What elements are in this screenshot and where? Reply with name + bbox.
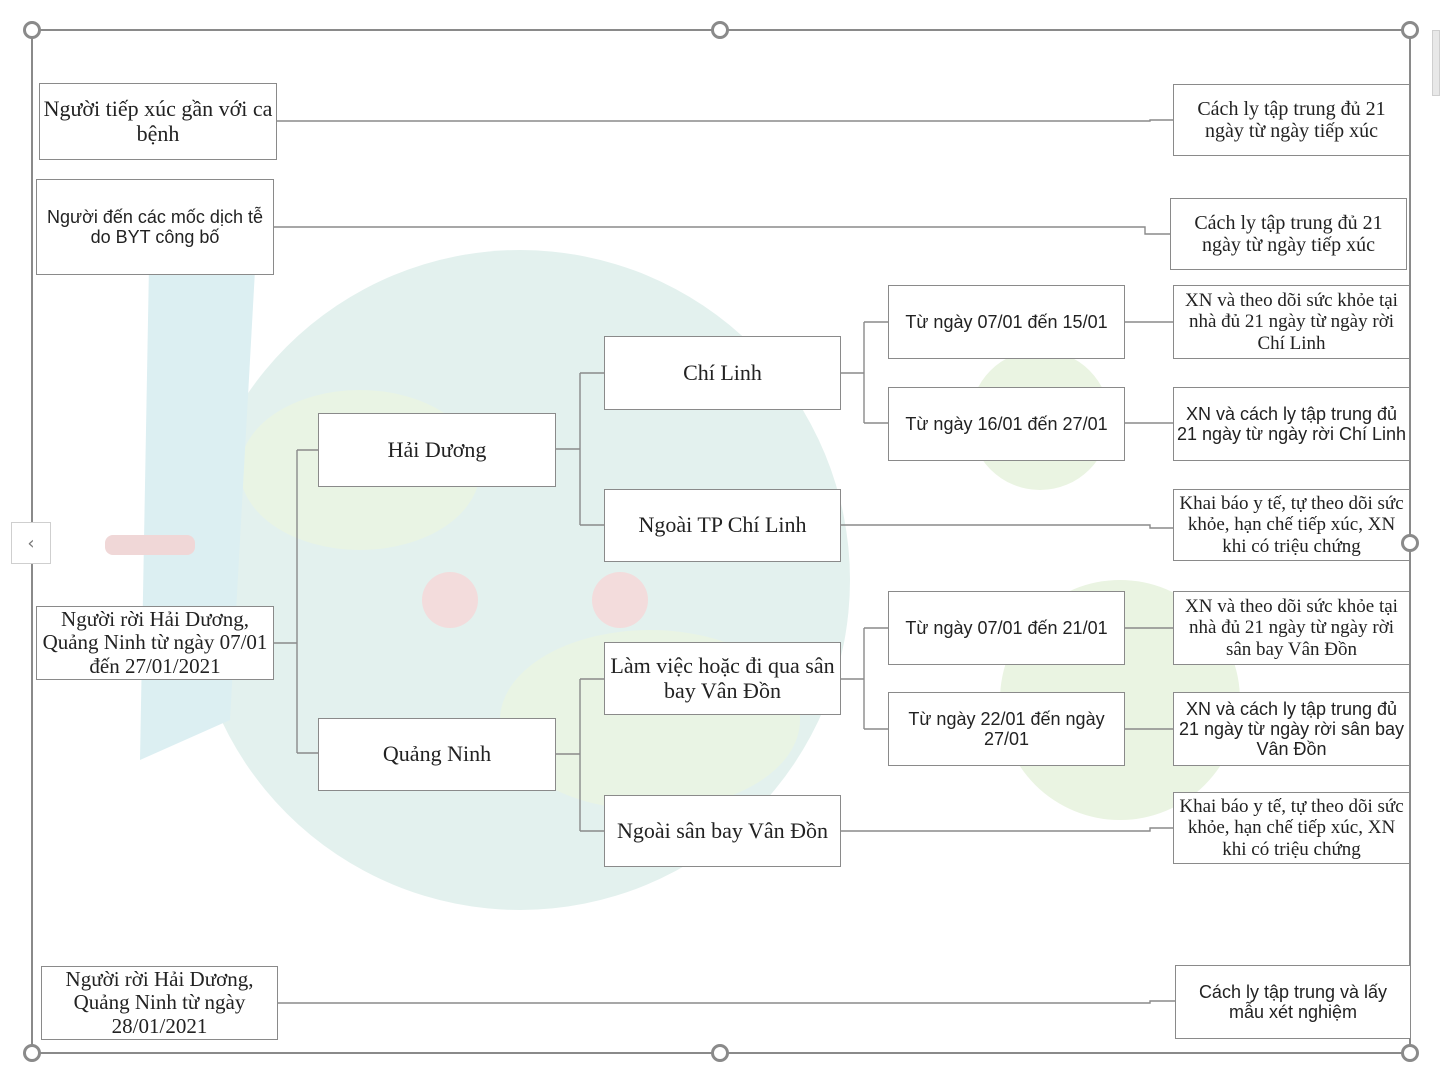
outside-van-don-box[interactable]: Ngoài sân bay Vân Đồn xyxy=(604,795,841,867)
chi-linh-early-result-label: XN và theo dõi sức khỏe tại nhà đủ 21 ng… xyxy=(1185,290,1398,354)
hai-duong-label: Hải Dương xyxy=(387,436,487,462)
van-don-label: Làm việc hoặc đi qua sân bay Vân Đồn xyxy=(610,652,835,703)
root-late-box[interactable]: Người rời Hải Dương, Quảng Ninh từ ngày … xyxy=(41,966,278,1040)
root-late-label: Người rời Hải Dương, Quảng Ninh từ ngày … xyxy=(65,966,254,1038)
outside-van-don-label: Ngoài sân bay Vân Đồn xyxy=(617,817,828,843)
resize-handle-bottom-right[interactable] xyxy=(1401,1044,1419,1062)
van-don-early-label: Từ ngày 07/01 đến 21/01 xyxy=(905,617,1108,638)
hotspot-label: Người đến các mốc dịch tễ do BYT công bố xyxy=(47,206,263,247)
hotspot-result-box[interactable]: Cách ly tập trung đủ 21 ngày từ ngày tiế… xyxy=(1170,198,1407,270)
outside-chi-linh-label: Ngoài TP Chí Linh xyxy=(638,512,807,538)
quang-ninh-label: Quảng Ninh xyxy=(382,741,492,767)
van-don-early-result-box[interactable]: XN và theo dõi sức khỏe tại nhà đủ 21 ng… xyxy=(1173,591,1410,665)
chi-linh-late-result-label: XN và cách ly tập trung đủ 21 ngày từ ng… xyxy=(1177,403,1406,444)
outside-chi-linh-box[interactable]: Ngoài TP Chí Linh xyxy=(604,489,841,562)
outside-van-don-result-label: Khai báo y tế, tự theo dõi sức khỏe, hạn… xyxy=(1179,796,1404,860)
outside-chi-linh-result-label: Khai báo y tế, tự theo dõi sức khỏe, hạn… xyxy=(1179,493,1404,557)
contact-label: Người tiếp xúc gần với ca bệnh xyxy=(43,95,273,146)
chi-linh-label: Chí Linh xyxy=(683,359,762,385)
hotspot-box[interactable]: Người đến các mốc dịch tễ do BYT công bố xyxy=(36,179,274,275)
van-don-early-result-label: XN và theo dõi sức khỏe tại nhà đủ 21 ng… xyxy=(1185,596,1398,660)
chi-linh-early-label: Từ ngày 07/01 đến 15/01 xyxy=(905,311,1108,332)
van-don-early-box[interactable]: Từ ngày 07/01 đến 21/01 xyxy=(888,591,1125,665)
outside-van-don-result-box[interactable]: Khai báo y tế, tự theo dõi sức khỏe, hạn… xyxy=(1173,792,1410,864)
van-don-box[interactable]: Làm việc hoặc đi qua sân bay Vân Đồn xyxy=(604,642,841,715)
van-don-late-box[interactable]: Từ ngày 22/01 đến ngày 27/01 xyxy=(888,692,1125,766)
chi-linh-late-label: Từ ngày 16/01 đến 27/01 xyxy=(905,413,1108,434)
van-don-late-result-label: XN và cách ly tập trung đủ 21 ngày từ ng… xyxy=(1179,698,1404,760)
resize-handle-middle-right[interactable] xyxy=(1401,534,1419,552)
root-early-box[interactable]: Người rời Hải Dương, Quảng Ninh từ ngày … xyxy=(36,606,274,680)
root-late-result-label: Cách ly tập trung và lấy mẫu xét nghiệm xyxy=(1198,981,1388,1022)
contact-box[interactable]: Người tiếp xúc gần với ca bệnh xyxy=(39,83,277,160)
van-don-late-result-box[interactable]: XN và cách ly tập trung đủ 21 ngày từ ng… xyxy=(1173,692,1410,766)
resize-handle-top-left[interactable] xyxy=(23,21,41,39)
chi-linh-late-box[interactable]: Từ ngày 16/01 đến 27/01 xyxy=(888,387,1125,461)
quang-ninh-box[interactable]: Quảng Ninh xyxy=(318,718,556,791)
van-don-late-label: Từ ngày 22/01 đến ngày 27/01 xyxy=(908,708,1105,749)
resize-handle-top-center[interactable] xyxy=(711,21,729,39)
side-scroll-tab[interactable] xyxy=(1432,30,1440,96)
chi-linh-early-box[interactable]: Từ ngày 07/01 đến 15/01 xyxy=(888,285,1125,359)
contact-result-box[interactable]: Cách ly tập trung đủ 21 ngày từ ngày tiế… xyxy=(1173,84,1410,156)
resize-handle-bottom-left[interactable] xyxy=(23,1044,41,1062)
resize-handle-bottom-center[interactable] xyxy=(711,1044,729,1062)
root-early-label: Người rời Hải Dương, Quảng Ninh từ ngày … xyxy=(42,606,268,678)
chi-linh-box[interactable]: Chí Linh xyxy=(604,336,841,410)
chi-linh-late-result-box[interactable]: XN và cách ly tập trung đủ 21 ngày từ ng… xyxy=(1173,387,1410,461)
hai-duong-box[interactable]: Hải Dương xyxy=(318,413,556,487)
hotspot-result-label: Cách ly tập trung đủ 21 ngày từ ngày tiế… xyxy=(1194,211,1383,256)
resize-handle-top-right[interactable] xyxy=(1401,21,1419,39)
contact-result-label: Cách ly tập trung đủ 21 ngày từ ngày tiế… xyxy=(1197,97,1386,142)
chi-linh-early-result-box[interactable]: XN và theo dõi sức khỏe tại nhà đủ 21 ng… xyxy=(1173,285,1410,359)
chevron-left-icon[interactable]: ‹ xyxy=(11,522,51,564)
root-late-result-box[interactable]: Cách ly tập trung và lấy mẫu xét nghiệm xyxy=(1175,965,1411,1039)
outside-chi-linh-result-box[interactable]: Khai báo y tế, tự theo dõi sức khỏe, hạn… xyxy=(1173,489,1410,561)
